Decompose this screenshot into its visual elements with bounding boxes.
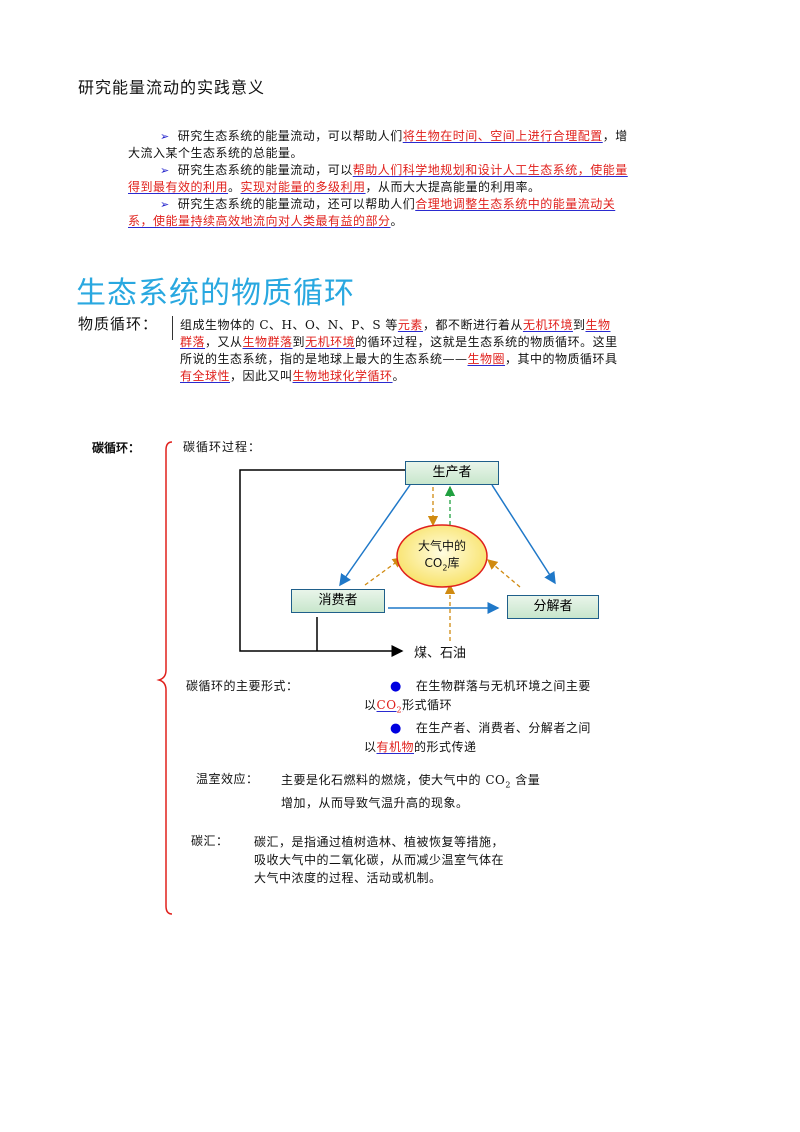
form1-a: 在生物群落与无机环境之间主要 xyxy=(415,679,591,693)
sink-line2: 吸收大气中的二氧化碳，从而减少温室气体在 xyxy=(254,853,505,867)
carbon-cycle-label: 碳循环： xyxy=(92,441,141,455)
forms-label: 碳循环的主要形式： xyxy=(186,679,299,693)
material-cycle-text-16: 。 xyxy=(392,369,406,383)
energy-bullet: ➢ 研究生态系统的能量流动，可以帮助人们将生物在时间、空间上进行合理配置，增大流入… xyxy=(128,128,628,162)
section-heading-energy: 研究能量流动的实践意义 xyxy=(78,78,266,97)
material-cycle-text-12: ，其中的物质循环具 xyxy=(505,352,618,366)
greenhouse-line2: 增加，从而导致气温升高的现象。 xyxy=(281,796,469,811)
greenhouse-l1-post: 含量 xyxy=(510,773,541,787)
process-label: 碳循环过程： xyxy=(183,440,262,454)
greenhouse-line1: 主要是化石燃料的燃烧，使大气中的 CO2 含量 xyxy=(281,771,601,794)
bullet-dot-icon: ● xyxy=(390,721,402,737)
form2-line1: ● 在生产者、消费者、分解者之间 xyxy=(364,719,664,738)
form2-b-pre: 以 xyxy=(364,740,377,755)
sink-line3: 大气中浓度的过程、活动或机制。 xyxy=(254,871,442,885)
material-cycle-body: 组成生物体的 C、H、O、N、P、S 等元素，都不断进行着从无机环境到生物群落，… xyxy=(180,317,620,385)
energy-bullet-1-text-3: 实现对能量的多级利用 xyxy=(240,180,366,194)
form1-line2: 以CO2形式循环 xyxy=(364,696,664,719)
form1-b-red: CO xyxy=(376,698,397,712)
sink-text: 碳汇，是指通过植树造林、植被恢复等措施， 吸收大气中的二氧化碳，从而减少温室气体… xyxy=(254,833,574,887)
bullet-dot-icon: ● xyxy=(390,679,402,694)
atmosphere-ellipse xyxy=(396,524,488,588)
greenhouse-text: 主要是化石燃料的燃烧，使大气中的 CO2 含量 增加，从而导致气温升高的现象。 xyxy=(281,771,601,813)
producer-box: 生产者 xyxy=(405,461,499,485)
energy-bullet-2-text-1: 合理地调整生态系统中的能量流动关系，使能量持续高效地流向对人类最有益的部分 xyxy=(128,197,616,228)
form2-a: 在生产者、消费者、分解者之间 xyxy=(415,721,591,736)
energy-bullet-1-text-2: 。 xyxy=(228,180,241,194)
material-cycle-text-13: 有全球性 xyxy=(180,369,231,383)
brace-line xyxy=(172,316,175,340)
material-cycle-text-11: 生物圈 xyxy=(467,352,506,366)
atmosphere-line2: CO2库 xyxy=(402,555,482,576)
material-cycle-text-0: 组成生物体的 C、H、O、N、P、S 等 xyxy=(180,318,398,332)
decomposer-box: 分解者 xyxy=(507,595,599,619)
material-cycle-text-5: 生物群落 xyxy=(180,318,611,349)
energy-bullet-2-text-2: 。 xyxy=(390,214,404,228)
arrow-bullet-icon: ➢ xyxy=(160,198,170,211)
form1-line1: ● 在生物群落与无机环境之间主要 xyxy=(364,677,664,696)
material-cycle-label: 物质循环： xyxy=(78,315,159,333)
energy-bullet: ➢ 研究生态系统的能量流动，还可以帮助人们合理地调整生态系统中的能量流动关系，使能… xyxy=(128,196,628,230)
energy-bullet-1-text-4: ，从而大大提高能量的利用率。 xyxy=(365,180,541,194)
forms-list: ●在生物群落与无机环境之间主要 以CO2形式循环 ●在生产者、消费者、分解者之间… xyxy=(364,677,664,756)
atmosphere-line1: 大气中的 xyxy=(417,539,466,553)
material-cycle-text-14: ，因此又叫 xyxy=(230,369,293,383)
energy-bullet-0-text-2: ，增大流入某个生态系统的总能量。 xyxy=(128,129,628,160)
energy-bullet-0-text-1: 将生物在时间、空间上进行合理配置 xyxy=(402,129,603,143)
energy-bullet-1-text-0: 研究生态系统的能量流动，可以 xyxy=(177,163,353,177)
fossil-line xyxy=(239,469,405,657)
material-cycle-text-15: 生物地球化学循环 xyxy=(292,369,393,383)
energy-bullet-0-text-0: 研究生态系统的能量流动，可以帮助人们 xyxy=(177,129,403,143)
atmosphere-co: CO xyxy=(424,556,443,570)
material-cycle-text-9: 无机环境 xyxy=(305,335,356,349)
carbon-cycle-diagram xyxy=(239,469,556,657)
material-cycle-text-1: 元素 xyxy=(397,318,423,332)
energy-bullet-list: ➢ 研究生态系统的能量流动，可以帮助人们将生物在时间、空间上进行合理配置，增大流入… xyxy=(128,128,628,230)
form2-line2: 以有机物的形式传递 xyxy=(364,738,664,756)
atmosphere-label: 大气中的 CO2库 xyxy=(402,538,482,576)
material-cycle-text-3: 无机环境 xyxy=(522,318,573,332)
arrow-decomposer-atmosphere xyxy=(487,559,521,588)
material-cycle-text-10: 的循环过程，这就是生态系统的物质循环。这里所说的生态系统，指的是地球上最大的生态… xyxy=(180,335,618,366)
arrow-producer-consumer xyxy=(339,484,411,587)
arrow-bullet-icon: ➢ xyxy=(160,164,170,177)
form1-b-pre: 以 xyxy=(364,698,377,712)
greenhouse-label: 温室效应： xyxy=(196,772,259,786)
material-cycle-text-2: ，都不断进行着从 xyxy=(422,318,523,332)
greenhouse-l1-sub: 2 xyxy=(505,780,511,790)
material-cycle-text-7: 生物群落 xyxy=(242,335,293,349)
energy-bullet-2-text-0: 研究生态系统的能量流动，还可以帮助人们 xyxy=(177,197,416,211)
arrow-bullet-icon: ➢ xyxy=(160,130,170,143)
material-cycle-text-6: ，又从 xyxy=(205,335,243,349)
energy-bullet: ➢ 研究生态系统的能量流动，可以帮助人们科学地规划和设计人工生态系统，使能量得到最… xyxy=(128,162,628,196)
material-cycle-text-4: 到 xyxy=(572,318,586,332)
material-cycle-text-8: 到 xyxy=(292,335,306,349)
arrow-producer-decomposer xyxy=(491,484,556,585)
arrow-consumer-atmosphere xyxy=(364,557,404,586)
form1-b-sub: 2 xyxy=(396,705,403,715)
form1-b-post: 形式循环 xyxy=(402,698,453,712)
consumer-box: 消费者 xyxy=(291,589,385,613)
atmosphere-suffix: 库 xyxy=(447,556,460,570)
form2-b-red: 有机物 xyxy=(376,740,415,755)
atmosphere-sub: 2 xyxy=(442,563,448,573)
carbon-brace xyxy=(156,441,173,915)
fossil-label: 煤、石油 xyxy=(414,646,467,661)
greenhouse-l1-pre: 主要是化石燃料的燃烧，使大气中的 CO xyxy=(281,773,506,787)
energy-bullet-1-text-1: 帮助人们科学地规划和设计人工生态系统，使能量得到最有效的利用 xyxy=(128,163,628,194)
form2-b-post: 的形式传递 xyxy=(414,740,477,755)
sink-label: 碳汇： xyxy=(191,834,229,848)
sink-line1: 碳汇，是指通过植树造林、植被恢复等措施， xyxy=(254,835,505,849)
section-title-material-cycle: 生态系统的物质循环 xyxy=(76,276,355,311)
